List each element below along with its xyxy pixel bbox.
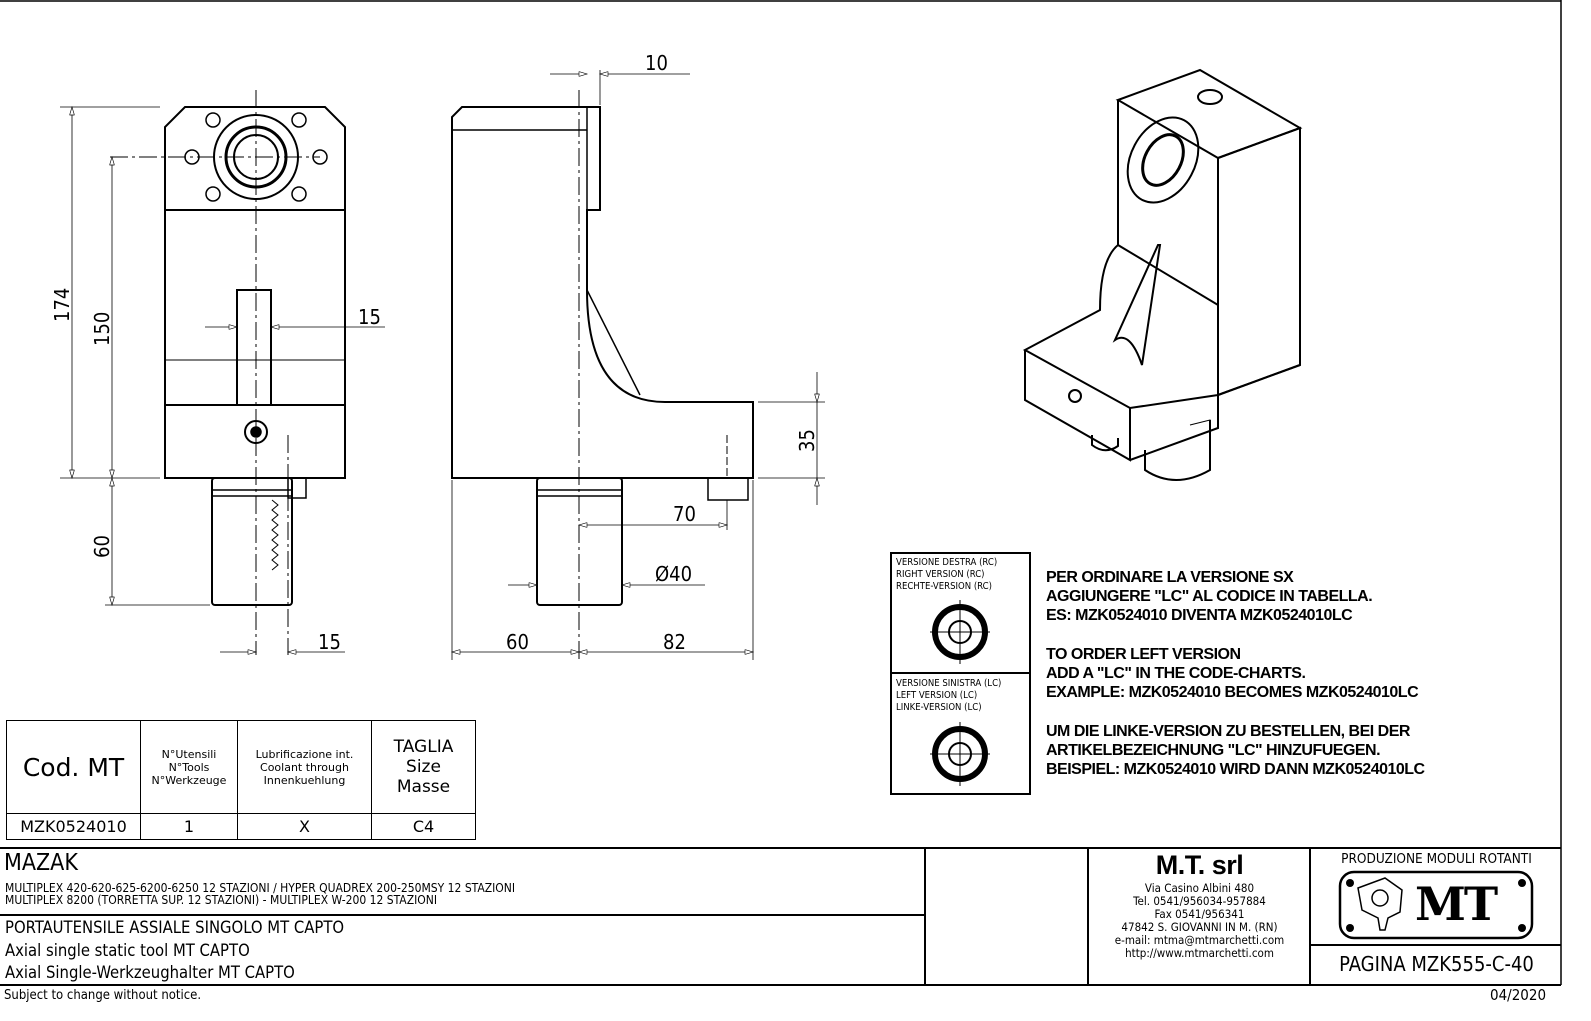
cell-coolant: X [237, 813, 372, 840]
dim-shank-length: 60 [90, 535, 114, 558]
mt-logo [1338, 870, 1534, 940]
table-row: MZK0524010 1 X C4 [6, 813, 476, 840]
order-note-german: UM DIE LINKE-VERSION ZU BESTELLEN, BEI D… [1046, 723, 1425, 778]
side-view [452, 70, 825, 660]
isometric-view [1022, 68, 1303, 481]
dim-base-height: 35 [795, 429, 819, 452]
cell-code: MZK0524010 [6, 813, 141, 840]
machine-list: MULTIPLEX 420-620-625-6200-6250 12 STAZI… [5, 881, 516, 907]
page-code: PAGINA MZK555-C-40 [1339, 952, 1534, 976]
right-version-symbol [930, 600, 990, 664]
change-notice: Subject to change without notice. [4, 988, 202, 1003]
header-code: Cod. MT [6, 720, 141, 814]
title-block-lines [0, 847, 1561, 986]
dim-bore-height: 150 [90, 311, 114, 346]
division-label: PRODUZIONE MODULI ROTANTI [1341, 851, 1532, 867]
right-version-label: VERSIONE DESTRA (RC)RIGHT VERSION (RC)RE… [896, 557, 998, 592]
left-version-symbol [930, 722, 990, 786]
dim-slot-width: 15 [358, 305, 381, 329]
dim-flange-thickness: 10 [645, 51, 668, 75]
logo-text: MT [1415, 877, 1498, 931]
drawing-frame [0, 0, 1562, 985]
left-version-label: VERSIONE SINISTRA (LC)LEFT VERSION (LC)L… [896, 678, 1002, 713]
dim-left-to-center: 60 [506, 630, 529, 654]
dim-shank-offset: 15 [318, 630, 341, 654]
version-box [890, 552, 1031, 795]
revision-date: 04/2020 [1490, 986, 1547, 1004]
dim-shank-diameter: Ø40 [655, 562, 693, 586]
cell-size: C4 [371, 813, 476, 840]
front-view [60, 90, 385, 655]
dim-overall-height: 174 [50, 287, 74, 322]
cell-tools: 1 [140, 813, 238, 840]
company-name: M.T. srl [1155, 850, 1244, 880]
dim-center-to-right: 82 [663, 630, 686, 654]
dim-center-to-base: 70 [673, 502, 696, 526]
brand-title: MAZAK [4, 850, 78, 876]
